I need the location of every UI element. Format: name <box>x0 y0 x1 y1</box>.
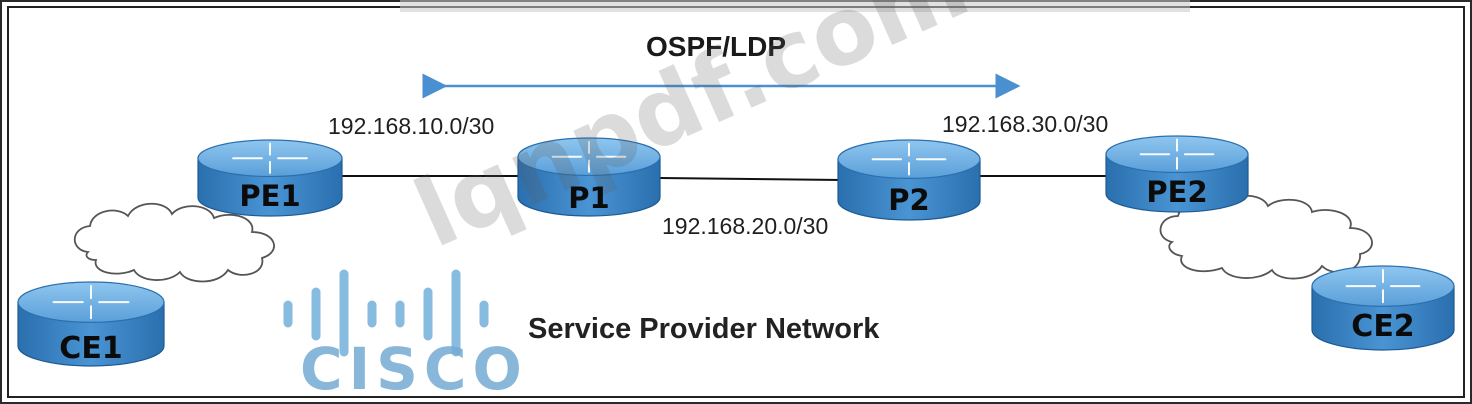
router-icon-p2 <box>837 139 981 221</box>
link-p1-p2 <box>659 177 843 181</box>
cisco-logo-text: CISCO <box>300 335 528 403</box>
protocol-label: OSPF/LDP <box>646 31 787 62</box>
subnet-label-p2-pe2: 192.168.30.0/30 <box>942 111 1109 137</box>
router-icon-pe1 <box>197 139 343 217</box>
router-label-pe1: PE1 <box>239 179 301 213</box>
router-label-ce2: CE2 <box>1351 309 1415 344</box>
subnet-label-p1-p2: 192.168.20.0/30 <box>662 213 829 239</box>
subnet-label-pe1-p1: 192.168.10.0/30 <box>328 113 495 139</box>
router-icon-ce2 <box>1311 265 1455 351</box>
top-shadow-bar <box>400 0 1190 12</box>
cisco-logo-bars <box>283 269 489 357</box>
network-title: Service Provider Network <box>528 313 880 345</box>
router-icon-ce1 <box>17 281 165 367</box>
router-label-p2: P2 <box>888 183 930 217</box>
cloud-ce1-pe1 <box>73 202 275 283</box>
router-icon-p1 <box>517 137 661 217</box>
router-label-pe2: PE2 <box>1146 175 1208 209</box>
router-label-p1: P1 <box>568 181 610 215</box>
routers-layer <box>17 135 1455 367</box>
router-label-ce1: CE1 <box>59 331 123 366</box>
router-icon-pe2 <box>1105 135 1249 213</box>
